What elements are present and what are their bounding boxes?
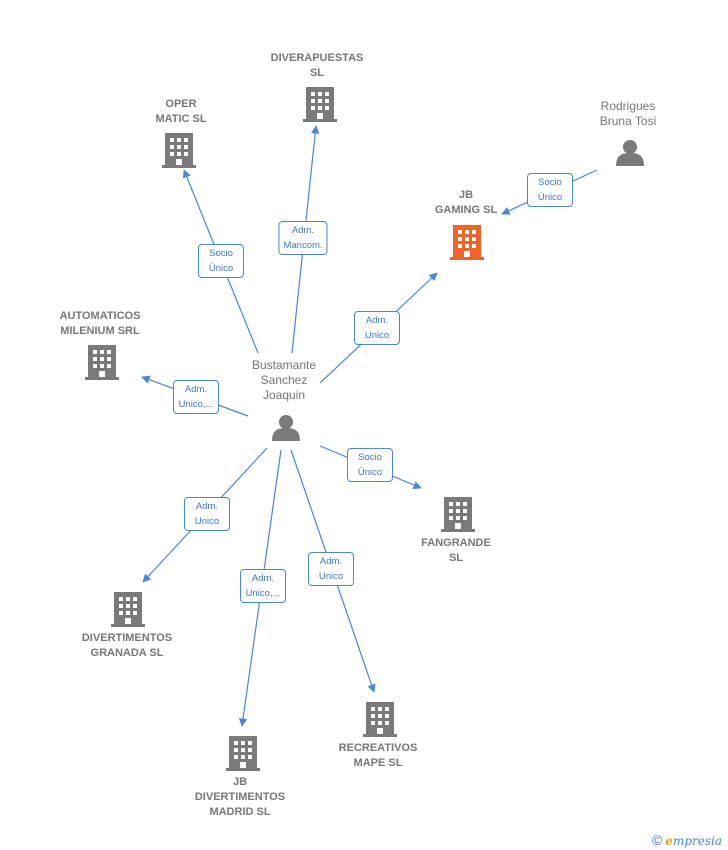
copyright-symbol: ©: [651, 832, 663, 848]
edge-label-jbmadrid[interactable]: Adm. Unico,...: [240, 569, 286, 603]
company-label-diverapuestas[interactable]: DIVERAPUESTAS SL: [270, 52, 364, 79]
building-icon[interactable]: [303, 87, 337, 122]
building-icon[interactable]: [363, 702, 397, 737]
empresia-watermark: ©empresia: [652, 832, 722, 848]
brand-name: mpresia: [672, 834, 722, 848]
edge-label-diverapuestas[interactable]: Adm. Mancom.: [278, 221, 328, 255]
building-icon[interactable]: [111, 592, 145, 627]
edge-label-divgranada[interactable]: Adm. Unico: [184, 497, 230, 531]
company-label-fangrande[interactable]: FANGRANDE SL: [421, 537, 491, 564]
building-icon[interactable]: [450, 225, 484, 260]
other-person-name[interactable]: Rodrigues Bruna Tosi: [599, 99, 657, 128]
company-label-oper[interactable]: OPER MATIC SL: [155, 98, 207, 125]
company-label-divgranada[interactable]: DIVERTIMENTOS GRANADA SL: [81, 632, 173, 659]
center-person-name[interactable]: Bustamante Sanchez Joaquin: [251, 358, 317, 402]
edge-label-automaticos[interactable]: Adm. Unico,...: [173, 380, 219, 414]
edges-layer: [141, 125, 598, 727]
building-icon[interactable]: [226, 736, 260, 771]
company-label-jbgaming[interactable]: JB GAMING SL: [434, 189, 498, 216]
edge-label-oper[interactable]: Socio Único: [198, 244, 244, 278]
edge-label-other_person[interactable]: Socio Único: [527, 173, 573, 207]
building-icon[interactable]: [162, 133, 196, 168]
edge-label-recreativos[interactable]: Adm. Unico: [308, 552, 354, 586]
person-icon[interactable]: [616, 140, 644, 166]
person-icon[interactable]: [272, 415, 300, 441]
building-icon[interactable]: [85, 345, 119, 380]
brand-initial: e: [665, 834, 673, 848]
edge-label-fangrande[interactable]: Socio Único: [347, 448, 393, 482]
company-label-recreativos[interactable]: RECREATIVOS MAPE SL: [338, 742, 418, 769]
company-label-jbmadrid[interactable]: JB DIVERTIMENTOS MADRID SL: [194, 776, 286, 818]
building-icon[interactable]: [441, 497, 475, 532]
edge-label-jbgaming[interactable]: Adm. Unico: [354, 311, 400, 345]
company-label-automaticos[interactable]: AUTOMATICOS MILENIUM SRL: [59, 310, 141, 337]
